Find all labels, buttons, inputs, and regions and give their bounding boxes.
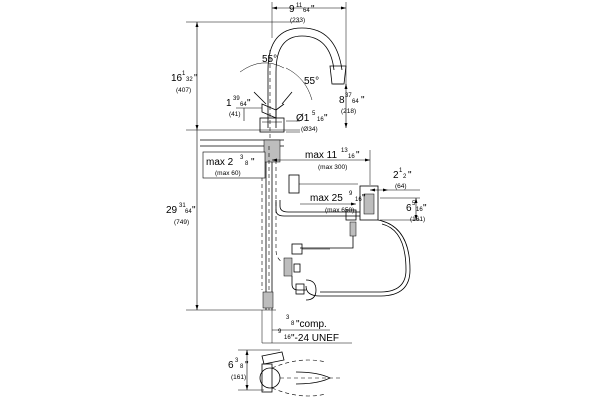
total-height-unit: " [192,205,196,216]
connection-labels: 3 8 "comp. 9 16 "-24 UNEF [261,310,352,344]
hole-diameter-prefix: Ø1 [296,113,310,124]
max-hose-num: 9 [349,191,353,197]
upper-height-whole: 16 [171,73,183,84]
box-height-whole: 6 [406,203,412,214]
spout-height-metric: (218) [341,108,356,115]
max-deck-unit: " [251,157,255,168]
top-width-dimension: 9 11 64 " (233) [271,2,347,85]
bottom-dim-den: 8 [240,364,244,370]
comp-text: "comp. [296,319,327,330]
offset-den: 2 [403,174,407,180]
offset-unit: " [408,170,412,181]
max-reach-prefix: max 11 [305,150,337,161]
countertop [200,139,284,310]
max-hose-dimension: max 25 9 16 " (max 650) [300,191,366,214]
lever-height-whole: 1 [226,98,232,109]
max-reach-unit: " [356,150,360,161]
spout-height-dimension: 8 37 64 " (218) [339,84,365,128]
box-height-unit: " [423,203,427,214]
max-deck-num: 3 [240,155,244,161]
offset-num: 1 [399,168,403,174]
hole-diameter-metric: (Ø34) [301,126,318,133]
offset-whole: 2 [393,170,399,181]
max-hose-metric: (max 650) [325,207,354,214]
max-reach-den: 16 [348,154,355,160]
bottom-dim-metric: (161) [231,374,246,381]
valve-assembly [262,243,330,309]
unef-text: "-24 UNEF [291,333,339,344]
top-width-metric: (233) [290,17,305,24]
max-hose-den: 16 [355,197,362,203]
max-hose-prefix: max 25 [310,193,343,204]
lever-height-den: 64 [240,102,247,108]
angle-right-label: 55° [304,76,319,87]
max-reach-num: 13 [341,148,348,154]
bottom-dim-num: 3 [235,358,239,364]
bottom-dim-whole: 6 [228,360,234,371]
comp-num: 3 [286,315,290,321]
total-height-den: 64 [185,209,192,215]
max-reach-dimension: max 11 13 16 " (max 300) [272,148,371,185]
box-height-dimension: 6 5 16 " (161) [406,201,427,223]
total-height-whole: 29 [166,205,178,216]
top-width-den: 64 [303,8,310,14]
upper-height-num: 1 [182,71,186,77]
faucet-body [239,27,347,140]
spout-height-den: 64 [352,99,359,105]
max-deck-den: 8 [245,161,249,167]
hole-diameter-num: 5 [312,111,316,117]
bottom-plan-view: 6 3 8 " (161) [228,349,340,397]
control-box [275,174,420,297]
unef-num: 9 [278,329,282,335]
offset-metric: (64) [395,183,407,190]
lever-height-dimension: 1 39 64 " (41) [226,96,262,121]
upper-height-metric: (407) [176,87,191,94]
hole-diameter-den: 16 [317,117,324,123]
upper-height-den: 32 [186,77,193,83]
spout-height-unit: " [361,95,365,106]
box-height-metric: (161) [410,216,425,223]
hole-diameter-unit: " [324,113,328,124]
max-deck-prefix: max 2 [206,157,234,168]
top-width-num: 11 [296,3,303,9]
max-reach-metric: (max 300) [318,164,347,171]
lever-height-num: 39 [233,96,240,102]
box-height-num: 5 [412,201,416,207]
spout-height-whole: 8 [339,95,345,106]
max-deck-metric: (max 60) [215,170,241,177]
angle-left-label: 55° [262,54,277,65]
top-width-whole: 9 [289,4,295,15]
box-height-den: 16 [416,207,423,213]
unef-den: 16 [284,335,291,341]
max-deck-dimension: max 2 3 8 " (max 60) [202,151,266,179]
spout-height-num: 37 [345,93,352,99]
offset-dimension: 2 1 2 " (64) [370,168,420,192]
bottom-dim-unit: " [245,360,249,371]
upper-height-dimension: 16 1 32 " (407) [171,21,300,131]
total-height-dimension: 29 31 64 " (749) [166,130,276,311]
hole-diameter-dimension: Ø1 5 16 " (Ø34) [286,111,328,133]
total-height-num: 31 [179,203,186,209]
lever-height-metric: (41) [229,111,241,118]
comp-den: 8 [291,321,295,327]
top-width-unit: " [311,4,315,15]
upper-height-unit: " [194,73,198,84]
lever-height-unit: " [247,98,251,109]
total-height-metric: (749) [174,219,189,226]
max-hose-unit: " [362,193,366,204]
